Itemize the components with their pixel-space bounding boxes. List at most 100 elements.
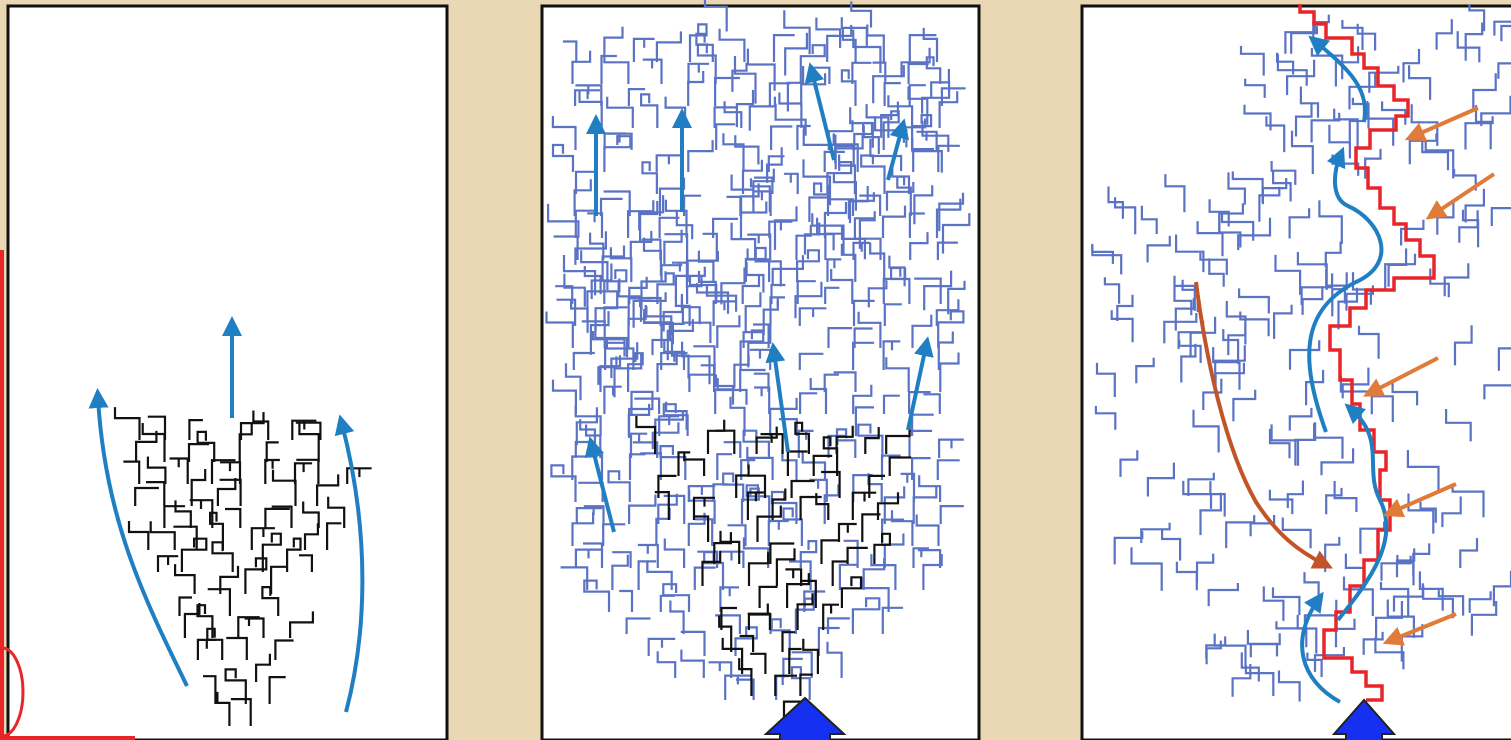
branch-segment bbox=[937, 331, 954, 370]
arrow-inward-icon bbox=[1425, 172, 1496, 220]
branch-segment bbox=[760, 433, 784, 454]
branch-segment bbox=[1174, 298, 1195, 331]
branch-segment bbox=[1265, 116, 1286, 153]
branch-segment bbox=[852, 29, 882, 73]
branch-segment bbox=[735, 464, 750, 498]
branch-segment bbox=[592, 331, 626, 357]
branch-segment bbox=[773, 206, 798, 250]
branch-segment bbox=[873, 532, 891, 564]
branch-segment bbox=[864, 427, 880, 454]
branch-segment bbox=[293, 462, 313, 484]
branch-segment bbox=[641, 161, 658, 194]
branch-segment bbox=[798, 307, 827, 326]
branch-segment bbox=[782, 700, 802, 718]
branch-segment bbox=[1244, 78, 1266, 98]
branch-segment bbox=[1208, 258, 1225, 287]
branch-segment bbox=[178, 596, 192, 616]
branch-segment bbox=[1490, 207, 1511, 226]
branch-segment bbox=[607, 470, 631, 502]
branch-segment bbox=[174, 500, 192, 528]
branch-segment bbox=[826, 641, 843, 678]
branch-segment bbox=[888, 255, 906, 287]
branch-segment bbox=[1262, 586, 1285, 621]
branch-segment bbox=[663, 538, 686, 568]
branch-segment bbox=[127, 521, 150, 550]
branch-segment bbox=[638, 195, 665, 231]
branch-segment bbox=[173, 525, 198, 550]
branch-segment bbox=[783, 172, 799, 194]
branch-segment bbox=[663, 340, 686, 370]
branch-segment bbox=[640, 271, 667, 311]
branch-segment bbox=[1351, 272, 1372, 305]
branch-segment bbox=[1408, 65, 1432, 100]
branch-segment bbox=[239, 412, 265, 440]
branch-segment bbox=[865, 104, 890, 138]
branch-segment bbox=[852, 241, 870, 260]
branch-segment bbox=[1227, 172, 1246, 205]
panel-3-red-path bbox=[1298, 4, 1436, 702]
branch-segment bbox=[786, 573, 810, 608]
branch-segment bbox=[733, 56, 757, 104]
arrow-inward-icon bbox=[1382, 612, 1457, 646]
branch-segment bbox=[922, 27, 939, 62]
branch-segment bbox=[799, 495, 822, 520]
branch-segment bbox=[603, 385, 622, 414]
branch-segment bbox=[656, 651, 677, 678]
branch-segment bbox=[762, 300, 779, 336]
branch-segment bbox=[1208, 199, 1230, 227]
arrow-inward-icon bbox=[1382, 482, 1457, 518]
branch-segment bbox=[695, 283, 730, 314]
branch-segment bbox=[562, 40, 578, 62]
branch-segment bbox=[832, 174, 857, 211]
branch-segment bbox=[1277, 670, 1301, 702]
branch-segment bbox=[888, 456, 912, 476]
branch-segment bbox=[1222, 329, 1240, 364]
branch-segment bbox=[658, 216, 680, 238]
branch-segment bbox=[731, 62, 748, 92]
branch-segment bbox=[823, 484, 840, 524]
branch-segment bbox=[1456, 31, 1481, 63]
branch-segment bbox=[666, 319, 694, 361]
red-annotation-mark bbox=[0, 250, 135, 740]
branch-segment bbox=[745, 484, 771, 524]
branch-segment bbox=[719, 586, 739, 612]
branch-segment bbox=[203, 675, 217, 704]
branch-segment bbox=[1281, 517, 1312, 549]
branch-segment bbox=[1472, 73, 1497, 109]
branch-segment bbox=[1274, 254, 1302, 295]
branch-segment bbox=[734, 135, 760, 165]
branch-segment bbox=[271, 469, 297, 506]
branch-segment bbox=[583, 579, 611, 612]
branch-segment bbox=[1288, 208, 1311, 239]
branch-segment bbox=[1270, 424, 1300, 466]
branch-segment bbox=[113, 407, 141, 440]
branch-segment bbox=[1493, 20, 1511, 36]
branch-segment bbox=[677, 451, 691, 476]
branch-segment bbox=[1483, 384, 1511, 400]
arrow-up-icon bbox=[765, 342, 790, 453]
branch-segment bbox=[196, 430, 216, 462]
branch-segment bbox=[555, 285, 574, 304]
branch-segment bbox=[900, 47, 931, 78]
branch-segment bbox=[643, 309, 674, 345]
branch-segment bbox=[169, 457, 189, 484]
branch-segment bbox=[1359, 521, 1386, 554]
branch-segment bbox=[619, 589, 634, 612]
branch-segment bbox=[840, 576, 863, 608]
branch-segment bbox=[922, 554, 943, 590]
branch-segment bbox=[917, 549, 942, 568]
branch-segment bbox=[794, 421, 810, 454]
branch-segment bbox=[261, 532, 282, 572]
branch-segment bbox=[1374, 637, 1405, 670]
branch-segment bbox=[683, 458, 706, 476]
branch-segment bbox=[833, 371, 857, 392]
branch-segment bbox=[880, 101, 899, 138]
branch-segment bbox=[835, 425, 854, 454]
branch-segment bbox=[1300, 273, 1334, 305]
entry-arrow-icon bbox=[763, 696, 847, 740]
branch-segment bbox=[815, 493, 830, 520]
branch-segment bbox=[911, 114, 933, 150]
branch-segment bbox=[1429, 268, 1450, 298]
branch-segment bbox=[286, 537, 302, 572]
branch-segment bbox=[188, 419, 203, 440]
